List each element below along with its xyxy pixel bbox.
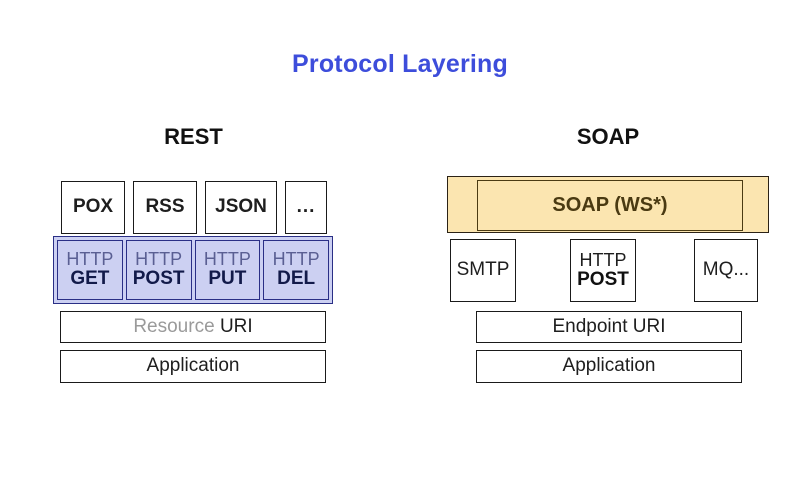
rest-verb-box-del: HTTP DEL	[263, 240, 329, 300]
verb-method-label: DEL	[277, 268, 316, 290]
rest-verb-box-get: HTTP GET	[57, 240, 123, 300]
rest-format-box-json: JSON	[205, 181, 277, 234]
rest-format-box-more: ...	[285, 181, 327, 234]
rest-http-verb-band: HTTP GET HTTP POST HTTP PUT HTTP DEL	[53, 236, 333, 304]
soap-transport-box-http-post: HTTP POST	[570, 239, 636, 302]
soap-endpoint-uri-row: Endpoint URI	[476, 311, 742, 343]
verb-protocol-label: HTTP	[135, 249, 183, 270]
rest-application-row: Application	[60, 350, 326, 383]
rest-verb-box-put: HTTP PUT	[194, 240, 261, 300]
soap-transport-label: SMTP	[456, 259, 510, 281]
rest-resource-uri-soft: Resource	[133, 315, 215, 337]
rest-format-label: ...	[296, 196, 316, 218]
rest-resource-uri-row: Resource URI	[60, 311, 326, 343]
soap-transport-label: MQ...	[702, 259, 750, 281]
soap-transport-protocol-label: HTTP	[579, 249, 627, 270]
rest-application-label: Application	[146, 355, 240, 377]
verb-method-label: GET	[70, 268, 110, 290]
rest-format-label: JSON	[215, 196, 267, 218]
rest-verb-box-post: HTTP POST	[125, 240, 192, 300]
soap-endpoint-uri-label: Endpoint URI	[552, 315, 666, 337]
rest-resource-uri-hard: URI	[219, 315, 253, 337]
rest-column-heading: REST	[164, 124, 223, 149]
rest-format-label: RSS	[145, 196, 185, 218]
soap-application-row: Application	[476, 350, 742, 383]
verb-method-label: POST	[132, 268, 185, 290]
soap-column-heading: SOAP	[576, 124, 640, 149]
soap-transport-box-smtp: SMTP	[450, 239, 516, 302]
rest-format-box-rss: RSS	[133, 181, 197, 234]
soap-application-label: Application	[562, 355, 656, 377]
verb-method-label: PUT	[208, 268, 247, 290]
page-title: Protocol Layering	[292, 50, 508, 78]
soap-transport-method-label: POST	[577, 268, 629, 290]
soap-envelope-band: SOAP (WS*)	[447, 176, 769, 233]
verb-protocol-label: HTTP	[272, 249, 320, 270]
verb-protocol-label: HTTP	[66, 249, 114, 270]
rest-format-label: POX	[72, 196, 114, 218]
soap-transport-box-mq: MQ...	[694, 239, 758, 302]
rest-format-box-pox: POX	[61, 181, 125, 234]
soap-envelope-box: SOAP (WS*)	[477, 180, 743, 231]
rest-resource-uri-label: Resource URI	[133, 315, 253, 338]
verb-protocol-label: HTTP	[203, 249, 251, 270]
